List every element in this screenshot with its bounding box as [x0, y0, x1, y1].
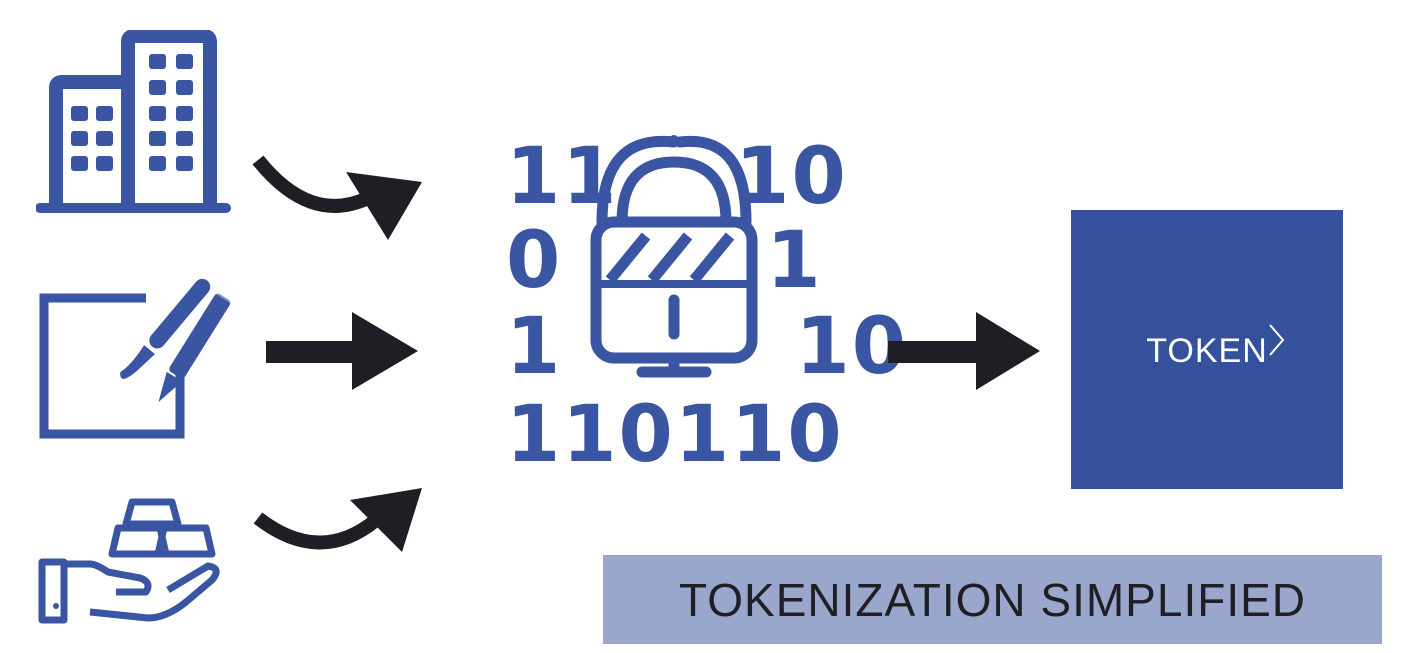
gold-bars-hand-icon — [38, 498, 220, 624]
chevron-right-icon — [1269, 324, 1285, 356]
token-box: TOKEN — [1071, 210, 1343, 489]
binary-row-1: 11 10 — [506, 132, 848, 222]
curved-arrow-top — [252, 155, 422, 240]
building-icon — [36, 30, 231, 213]
straight-arrow-middle — [266, 312, 418, 390]
art-tools-icon — [39, 278, 235, 439]
curved-arrow-bottom — [253, 488, 422, 552]
binary-row-2: 0 1 — [506, 216, 823, 306]
caption-title: TOKENIZATION SIMPLIFIED — [678, 574, 1307, 626]
arrow-to-token — [888, 312, 1040, 390]
caption-bar: TOKENIZATION SIMPLIFIED — [603, 555, 1382, 644]
token-label: TOKEN — [1146, 332, 1268, 370]
lock-icon — [590, 135, 758, 378]
binary-row-3: 1 10 — [506, 302, 909, 392]
binary-row-4: 110110 — [506, 390, 844, 480]
